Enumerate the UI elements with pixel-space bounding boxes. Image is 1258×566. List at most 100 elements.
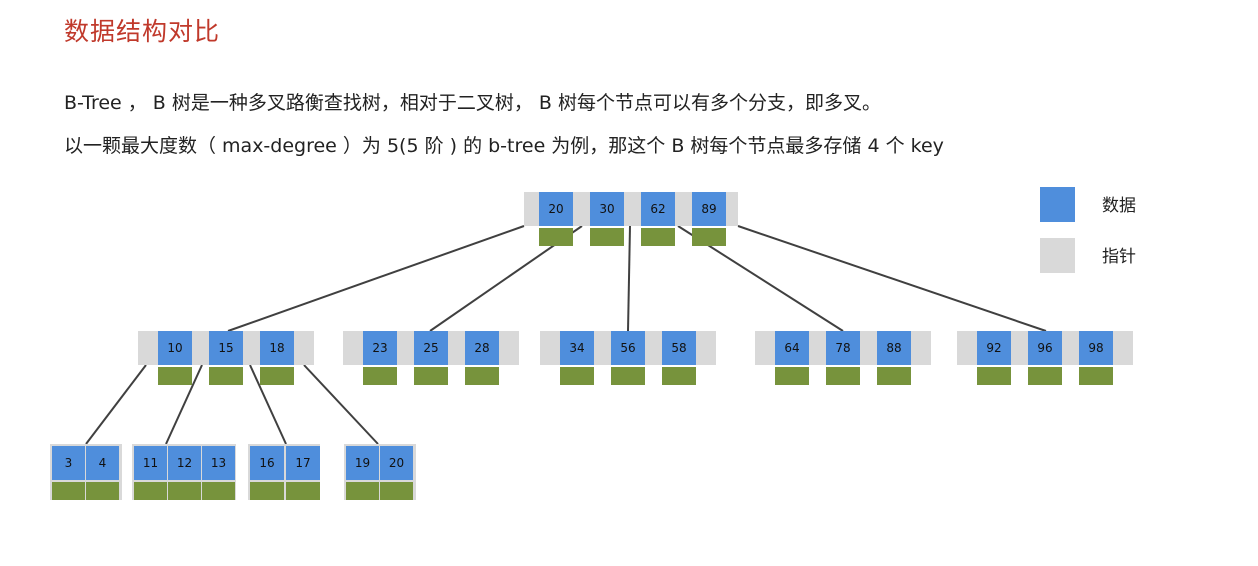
key-label: 10	[167, 341, 182, 355]
key-cell	[134, 446, 167, 480]
key-label: 20	[548, 202, 563, 216]
child-pointer-cell	[134, 482, 167, 500]
key-label: 62	[650, 202, 665, 216]
leaf-node: 11 12 13	[132, 444, 236, 500]
key-cell	[260, 331, 294, 365]
child-pointer-cell	[202, 482, 235, 500]
data-legend-label: 数据	[1102, 196, 1136, 216]
key-label: 58	[671, 341, 686, 355]
page-title: 数据结构对比	[64, 17, 221, 46]
key-label: 64	[784, 341, 799, 355]
key-cell	[158, 331, 192, 365]
level1-node: 64 78 88	[755, 331, 931, 385]
child-pointer-cell	[977, 367, 1011, 385]
child-pointer-cell	[465, 367, 499, 385]
child-pointer-cell	[250, 482, 284, 500]
key-label: 88	[886, 341, 901, 355]
tree-edge	[249, 364, 287, 445]
tree-edge	[85, 364, 147, 445]
key-cell	[1028, 331, 1062, 365]
child-pointer-cell	[692, 228, 726, 246]
child-pointer-cell	[1028, 367, 1062, 385]
key-label: 16	[259, 456, 274, 470]
data-legend-swatch	[1040, 187, 1075, 222]
tree-edge	[303, 364, 379, 445]
child-pointer-cell	[260, 367, 294, 385]
key-cell	[692, 192, 726, 226]
key-label: 18	[269, 341, 284, 355]
child-pointer-cell	[363, 367, 397, 385]
child-pointer-cell	[168, 482, 201, 500]
key-label: 56	[620, 341, 635, 355]
key-label: 20	[389, 456, 404, 470]
paragraph-btree-example: 以一颗最大度数（ max-degree ）为 5(5 阶 ) 的 b-tree …	[64, 135, 944, 157]
key-cell	[611, 331, 645, 365]
tree-edge	[227, 225, 525, 332]
child-pointer-cell	[877, 367, 911, 385]
child-pointer-cell	[286, 482, 320, 500]
key-label: 98	[1088, 341, 1103, 355]
key-cell	[346, 446, 379, 480]
key-cell	[168, 446, 201, 480]
key-label: 15	[218, 341, 233, 355]
child-pointer-cell	[611, 367, 645, 385]
pointer-legend-swatch	[1040, 238, 1075, 273]
child-pointer-cell	[662, 367, 696, 385]
key-cell	[641, 192, 675, 226]
key-cell	[560, 331, 594, 365]
pointer-legend-label: 指针	[1102, 247, 1136, 267]
key-cell	[414, 331, 448, 365]
key-cell	[52, 446, 85, 480]
child-pointer-cell	[560, 367, 594, 385]
key-cell	[363, 331, 397, 365]
level1-node: 34 56 58	[540, 331, 716, 385]
key-cell	[286, 446, 320, 480]
child-pointer-cell	[158, 367, 192, 385]
key-label: 23	[372, 341, 387, 355]
key-label: 3	[65, 456, 73, 470]
tree-edges	[85, 225, 1047, 445]
key-label: 17	[295, 456, 310, 470]
child-pointer-cell	[539, 228, 573, 246]
child-pointer-cell	[775, 367, 809, 385]
key-cell	[250, 446, 284, 480]
tree-edge	[737, 225, 1047, 332]
key-label: 12	[177, 456, 192, 470]
key-cell	[1079, 331, 1113, 365]
key-label: 28	[474, 341, 489, 355]
child-pointer-cell	[641, 228, 675, 246]
child-pointer-cell	[346, 482, 379, 500]
child-pointer-cell	[414, 367, 448, 385]
key-label: 11	[143, 456, 158, 470]
key-cell	[977, 331, 1011, 365]
key-cell	[465, 331, 499, 365]
child-pointer-cell	[826, 367, 860, 385]
key-label: 30	[599, 202, 614, 216]
key-label: 78	[835, 341, 850, 355]
key-cell	[775, 331, 809, 365]
child-pointer-cell	[380, 482, 413, 500]
key-cell	[662, 331, 696, 365]
tree-edge	[165, 364, 203, 445]
key-label: 34	[569, 341, 584, 355]
key-cell	[380, 446, 413, 480]
paragraph-btree-intro: B-Tree ， B 树是一种多叉路衡查找树，相对于二叉树， B 树每个节点可以…	[64, 92, 882, 114]
level1-node: 10 15 18	[138, 331, 314, 385]
key-cell	[86, 446, 119, 480]
key-label: 4	[99, 456, 107, 470]
key-cell	[539, 192, 573, 226]
key-cell	[209, 331, 243, 365]
key-cell	[202, 446, 235, 480]
key-label: 13	[211, 456, 226, 470]
child-pointer-cell	[52, 482, 85, 500]
child-pointer-cell	[590, 228, 624, 246]
